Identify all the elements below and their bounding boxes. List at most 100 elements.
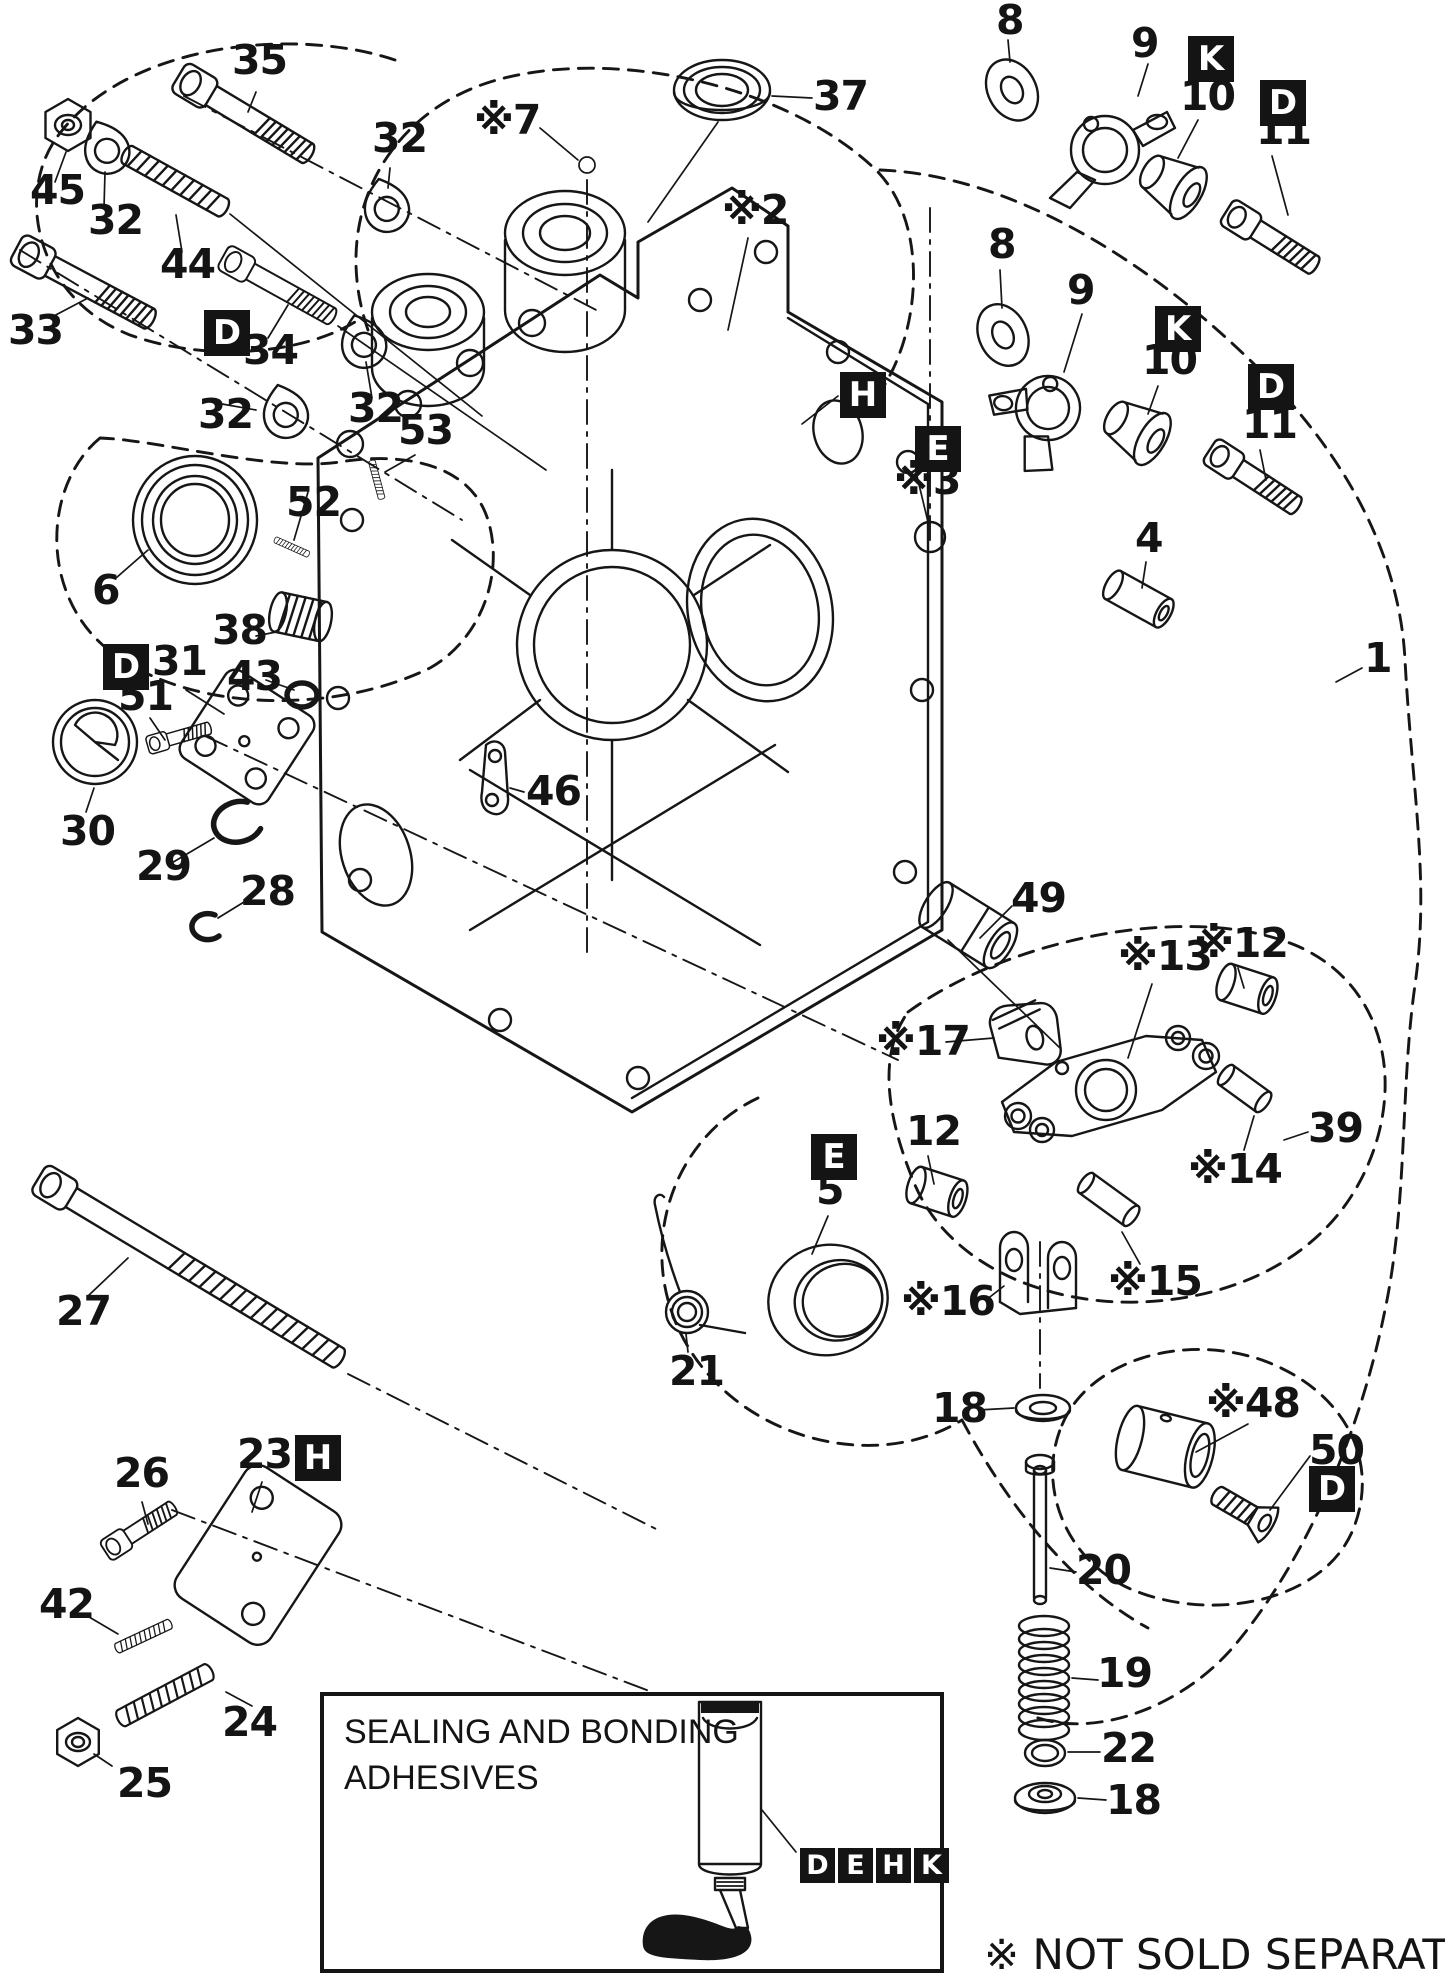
part-38-plug-drawing [267, 591, 334, 643]
ref-label-3: ※3 [894, 456, 961, 504]
part-label-32-d: 32 [348, 384, 404, 432]
ref-7-ball-drawing [578, 156, 596, 174]
part-11-bolt-b-drawing [1200, 436, 1308, 522]
part-label-10-a: 10 [1180, 72, 1236, 120]
valve-stem-cap-drawing [1024, 1453, 1056, 1476]
part-label-11-b: 11 [1242, 400, 1298, 448]
adhesive-badge-H-1: H [840, 372, 886, 418]
part-53-screw-drawing [367, 459, 386, 501]
part-label-33: 33 [8, 306, 64, 354]
part-label-19: 19 [1097, 1649, 1153, 1697]
ref-17-clip-drawing [988, 999, 1062, 1066]
ref-48-bushing-drawing [1114, 1404, 1216, 1489]
part-label-27: 27 [56, 1287, 112, 1335]
part-10-valve-b-drawing [1102, 400, 1172, 467]
part-22-oring-drawing [1023, 1738, 1067, 1768]
construction-lines [229, 121, 1061, 1049]
sealing-adhesives-box: SEALING AND BONDING ADHESIVES D E H K [320, 1692, 949, 1973]
part-label-28: 28 [240, 867, 296, 915]
label-leader-lines [49, 39, 1363, 1801]
ref-15-pin-drawing [1076, 1171, 1141, 1228]
part-43-oring-drawing [284, 680, 320, 710]
part-32-washer-b-drawing [356, 172, 416, 239]
part-label-30: 30 [60, 807, 116, 855]
ref-label-7: ※7 [474, 96, 541, 144]
part-8-washer-a-drawing [984, 58, 1040, 122]
part-19-spring-drawing [1017, 1614, 1071, 1742]
part-18-retainer-b-drawing [1013, 1781, 1077, 1815]
part-label-24: 24 [222, 1698, 278, 1746]
part-9-rocker-a-drawing [1048, 110, 1177, 210]
ref-3-ball-drawing [913, 520, 947, 554]
part-label-29: 29 [136, 842, 192, 890]
part-label-9-a: 9 [1131, 19, 1160, 67]
part-4-pin-drawing [1101, 569, 1175, 629]
crankcase-body-drawing [316, 186, 944, 1114]
part-20-rod-drawing [1032, 1464, 1048, 1606]
adhesive-tube-drawing [642, 1700, 797, 1961]
ref-label-17: ※17 [876, 1017, 971, 1065]
adhesive-badge-K-1: K [1188, 36, 1234, 82]
part-label-1: 1 [1364, 634, 1393, 682]
ref-label-14: ※14 [1188, 1145, 1283, 1193]
ref-16-bracket-drawing [998, 1230, 1078, 1316]
part-32-washer-c-drawing [332, 307, 394, 375]
part-label-38: 38 [212, 606, 268, 654]
adhesive-code-H: H [876, 1848, 911, 1883]
part-label-21: 21 [669, 1347, 725, 1395]
part-label-39: 39 [1308, 1104, 1364, 1152]
part-label-49: 49 [1011, 874, 1067, 922]
part-label-32-c: 32 [198, 390, 254, 438]
part-label-34: 34 [243, 326, 299, 374]
part-label-10-b: 10 [1142, 336, 1198, 384]
adhesive-badge-E-2: E [811, 1134, 857, 1180]
part-6-oil-seal-drawing [131, 454, 259, 586]
part-37-seal-drawing [672, 58, 772, 122]
part-24-stud-drawing [112, 1661, 218, 1730]
center-axis-lines [19, 95, 1041, 1693]
part-label-35: 35 [232, 36, 288, 84]
part-9-rocker-b-drawing [988, 374, 1082, 473]
part-18-washer-a-drawing [1014, 1393, 1072, 1423]
part-46-lever-drawing [480, 740, 510, 816]
part-label-18-b: 18 [1106, 1776, 1162, 1824]
part-label-8-a: 8 [996, 0, 1025, 44]
ref-label-13: ※13 [1118, 932, 1213, 980]
adhesive-code-E: E [838, 1848, 873, 1883]
part-8-washer-b-drawing [976, 303, 1030, 367]
adhesive-badge-D-3: D [1260, 80, 1306, 126]
ref-label-15: ※15 [1108, 1257, 1203, 1305]
adhesive-badge-D-1: D [204, 310, 250, 356]
part-11-bolt-a-drawing [1217, 196, 1326, 281]
part-label-44: 44 [160, 240, 216, 288]
part-label-12: 12 [906, 1107, 962, 1155]
part-52-screw-drawing [272, 536, 311, 559]
part-27-bolt-drawing [31, 1164, 347, 1369]
part-label-50: 50 [1309, 1426, 1365, 1474]
part-label-22: 22 [1101, 1724, 1157, 1772]
part-26-bolt-drawing [98, 1495, 183, 1563]
part-label-20: 20 [1076, 1546, 1132, 1594]
ref-14-pin-drawing [1216, 1063, 1273, 1114]
part-label-31: 31 [152, 637, 208, 685]
ref-label-12: ※12 [1194, 919, 1289, 967]
part-10-valve-a-drawing [1138, 154, 1208, 221]
part-29-snap-ring-drawing [210, 798, 264, 845]
ref-label-16: ※16 [901, 1277, 996, 1325]
sealing-adhesives-title-line2: ADHESIVES [344, 1758, 539, 1797]
part-label-52: 52 [286, 478, 342, 526]
part-label-43: 43 [227, 652, 283, 700]
part-45-nut-drawing [44, 97, 92, 153]
sealing-adhesives-title-line1: SEALING AND BONDING [344, 1713, 739, 1751]
part-label-25: 25 [117, 1759, 173, 1807]
part-25-nut-drawing [56, 1716, 100, 1768]
part-23-plate-drawing [173, 1464, 343, 1646]
part-label-26: 26 [114, 1449, 170, 1497]
part-label-45: 45 [30, 166, 86, 214]
adhesive-badge-E-1: E [915, 426, 961, 472]
part-label-23: 23 [237, 1430, 293, 1478]
part-42-screw-drawing [112, 1617, 175, 1655]
not-sold-separately-note: ※ NOT SOLD SEPARATELY [984, 1930, 1445, 1979]
part-12-bushing-drawing [905, 1165, 969, 1219]
